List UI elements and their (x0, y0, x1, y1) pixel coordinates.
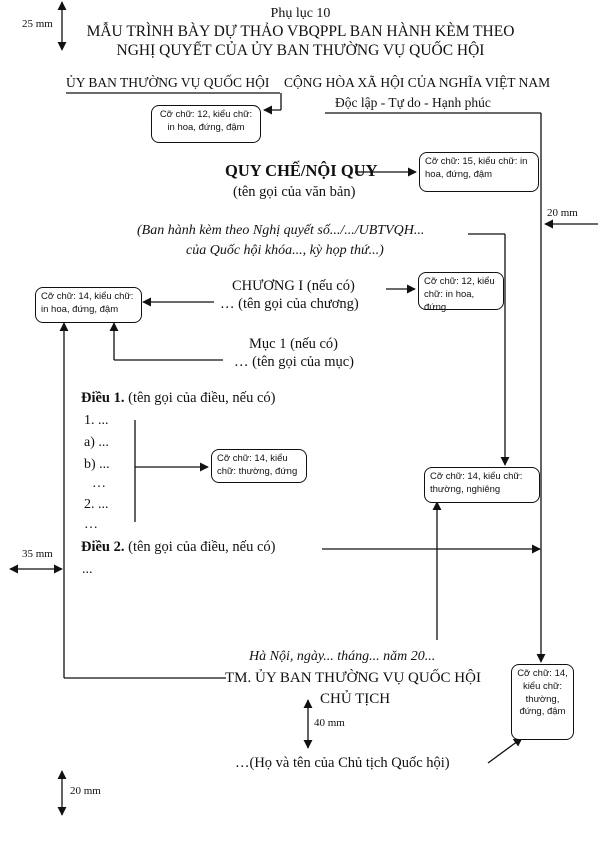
section-label: Mục 1 (nếu có) (249, 336, 338, 352)
margin-right-label: 20 mm (547, 207, 578, 219)
chapter-name: … (tên gọi của chương) (220, 296, 359, 312)
note-signature-line3: thường, (525, 693, 560, 705)
article-2-name: (tên gọi của điều, nếu có) (124, 539, 276, 555)
list-item: b) ... (84, 457, 110, 472)
article-1-name: (tên gọi của điều, nếu có) (124, 390, 276, 406)
note-italic: Cỡ chữ: 14, kiểu chữ: thường, nghiêng (424, 467, 540, 503)
page-title-line2: NGHỊ QUYẾT CỦA ỦY BAN THƯỜNG VỤ QUỐC HỘI (116, 42, 485, 59)
note-chapter-line2: chữ: in hoa, đứng (424, 288, 475, 313)
note-chapter-line1: Cỡ chữ: 12, kiểu (424, 276, 495, 287)
list-item: a) ... (84, 435, 109, 450)
note-italic-line1: Cỡ chữ: 14, kiểu chữ: (430, 471, 523, 482)
note-doc-type: Cỡ chữ: 15, kiểu chữ: in hoa, đứng, đậm (419, 152, 539, 192)
margin-top-label: 25 mm (22, 18, 53, 30)
note-issuer: Cỡ chữ: 12, kiểu chữ: in hoa, đứng, đậm (151, 105, 261, 143)
list-item: 2. ... (84, 497, 109, 512)
note-issuer-line1: Cỡ chữ: 12, kiểu chữ: (159, 109, 253, 120)
article-2-label: Điều 2. (81, 539, 125, 555)
note-signature: Cỡ chữ: 14, kiểu chữ: thường, đứng, đậm (511, 664, 574, 740)
note-issuer-line2: in hoa, đứng, đậm (167, 121, 245, 133)
note-items-line2: chữ: thường, đứng (217, 465, 298, 477)
nation-motto: Độc lập - Tự do - Hạnh phúc (335, 95, 491, 110)
note-doc-type-line1: Cỡ chữ: 15, kiểu chữ: in (425, 156, 528, 167)
note-chapter: Cỡ chữ: 12, kiểu chữ: in hoa, đứng (418, 272, 504, 313)
issuer-name: ỦY BAN THƯỜNG VỤ QUỐC HỘI (66, 75, 270, 90)
section-name: … (tên gọi của mục) (234, 354, 354, 370)
note-signature-line2: kiểu chữ: (522, 680, 563, 692)
sign-organization: TM. ỦY BAN THƯỜNG VỤ QUỐC HỘI (225, 670, 481, 686)
note-signature-line4: đứng, đậm (519, 706, 566, 718)
appendix-label: Phụ lục 10 (270, 6, 331, 21)
note-left-heading: Cỡ chữ: 14, kiểu chữ: in hoa, đứng, đậm (35, 287, 142, 323)
issued-by-line1: (Ban hành kèm theo Nghị quyết số.../.../… (137, 223, 425, 238)
list-item: 1. ... (84, 413, 109, 428)
place-date: Hà Nội, ngày... tháng... năm 20... (249, 649, 436, 664)
note-items-line1: Cỡ chữ: 14, kiểu (217, 453, 288, 464)
list-item: … (92, 476, 106, 491)
doc-name: (tên gọi của văn bản) (233, 184, 356, 200)
doc-type: QUY CHẾ/NỘI QUY (225, 161, 378, 180)
note-doc-type-line2: hoa, đứng, đậm (425, 168, 493, 180)
article-1-label: Điều 1. (81, 390, 125, 406)
note-left-line1: Cỡ chữ: 14, kiểu chữ: (41, 291, 134, 302)
sign-gap-label: 40 mm (314, 717, 345, 729)
sign-title: CHỦ TỊCH (320, 691, 391, 707)
signer-name: …(Họ và tên của Chủ tịch Quốc hội) (235, 755, 450, 771)
article-1: Điều 1. (tên gọi của điều, nếu có) (81, 390, 276, 407)
note-italic-line2: thường, nghiêng (430, 483, 501, 495)
note-left-line2: in hoa, đứng, đậm (41, 303, 119, 315)
page-title-line1: MẪU TRÌNH BÀY DỰ THẢO VBQPPL BAN HÀNH KÈ… (86, 23, 515, 40)
margin-bottom-label: 20 mm (70, 785, 101, 797)
note-items: Cỡ chữ: 14, kiểu chữ: thường, đứng (211, 449, 307, 483)
margin-left-label: 35 mm (22, 548, 53, 560)
chapter-label: CHƯƠNG I (nếu có) (232, 278, 355, 294)
issued-by-line2: của Quốc hội khóa..., kỳ họp thứ...) (186, 243, 384, 258)
note-signature-line1: Cỡ chữ: 14, (517, 668, 568, 679)
article-2-more: ... (82, 562, 93, 577)
list-item: … (84, 517, 98, 532)
nation-name: CỘNG HÒA XÃ HỘI CỦA NGHĨA VIỆT NAM (284, 75, 551, 90)
article-2: Điều 2. (tên gọi của điều, nếu có) (81, 539, 276, 556)
